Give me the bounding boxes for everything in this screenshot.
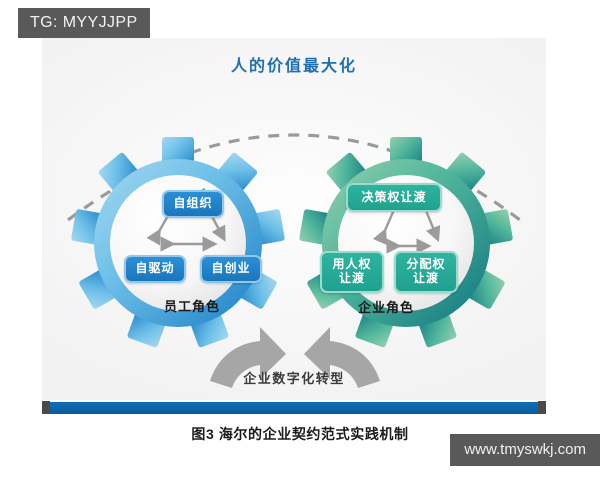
digital-transformation-label: 企业数字化转型 xyxy=(243,371,345,386)
chip-self-motivation[interactable]: 自驱动 xyxy=(124,255,186,283)
chip-employment-rights[interactable]: 用人权 让渡 xyxy=(320,251,384,293)
chip-self-organization[interactable]: 自组织 xyxy=(162,190,224,218)
divider-cap-right xyxy=(538,401,546,414)
divider-cap-left xyxy=(42,401,50,414)
figure-caption: 图3 海尔的企业契约范式实践机制 xyxy=(191,426,409,442)
transformation-arrows xyxy=(210,327,380,388)
figure-headline: 人的价值最大化 xyxy=(230,58,357,75)
right-gear-role-label: 企业角色 xyxy=(357,300,414,315)
site-watermark: www.tmyswkj.com xyxy=(450,434,600,466)
tg-watermark-tag: TG: MYYJJPP xyxy=(18,8,150,38)
left-gear-role-label: 员工角色 xyxy=(163,299,220,314)
chip-self-entrepreneurship[interactable]: 自创业 xyxy=(200,255,262,283)
diagram-canvas xyxy=(67,133,521,388)
left-gear xyxy=(71,137,285,348)
arrow-right-up xyxy=(304,327,380,388)
dashed-arc xyxy=(67,133,521,222)
divider-bar-wrap xyxy=(42,400,546,416)
right-gear xyxy=(299,137,513,348)
figure-panel: 人的价值最大化 xyxy=(42,38,546,400)
chip-decision-rights[interactable]: 决策权让渡 xyxy=(346,183,442,212)
chip-distribution-rights[interactable]: 分配权 让渡 xyxy=(394,251,458,293)
divider-bar xyxy=(42,402,546,414)
arrow-left-up xyxy=(210,327,286,388)
